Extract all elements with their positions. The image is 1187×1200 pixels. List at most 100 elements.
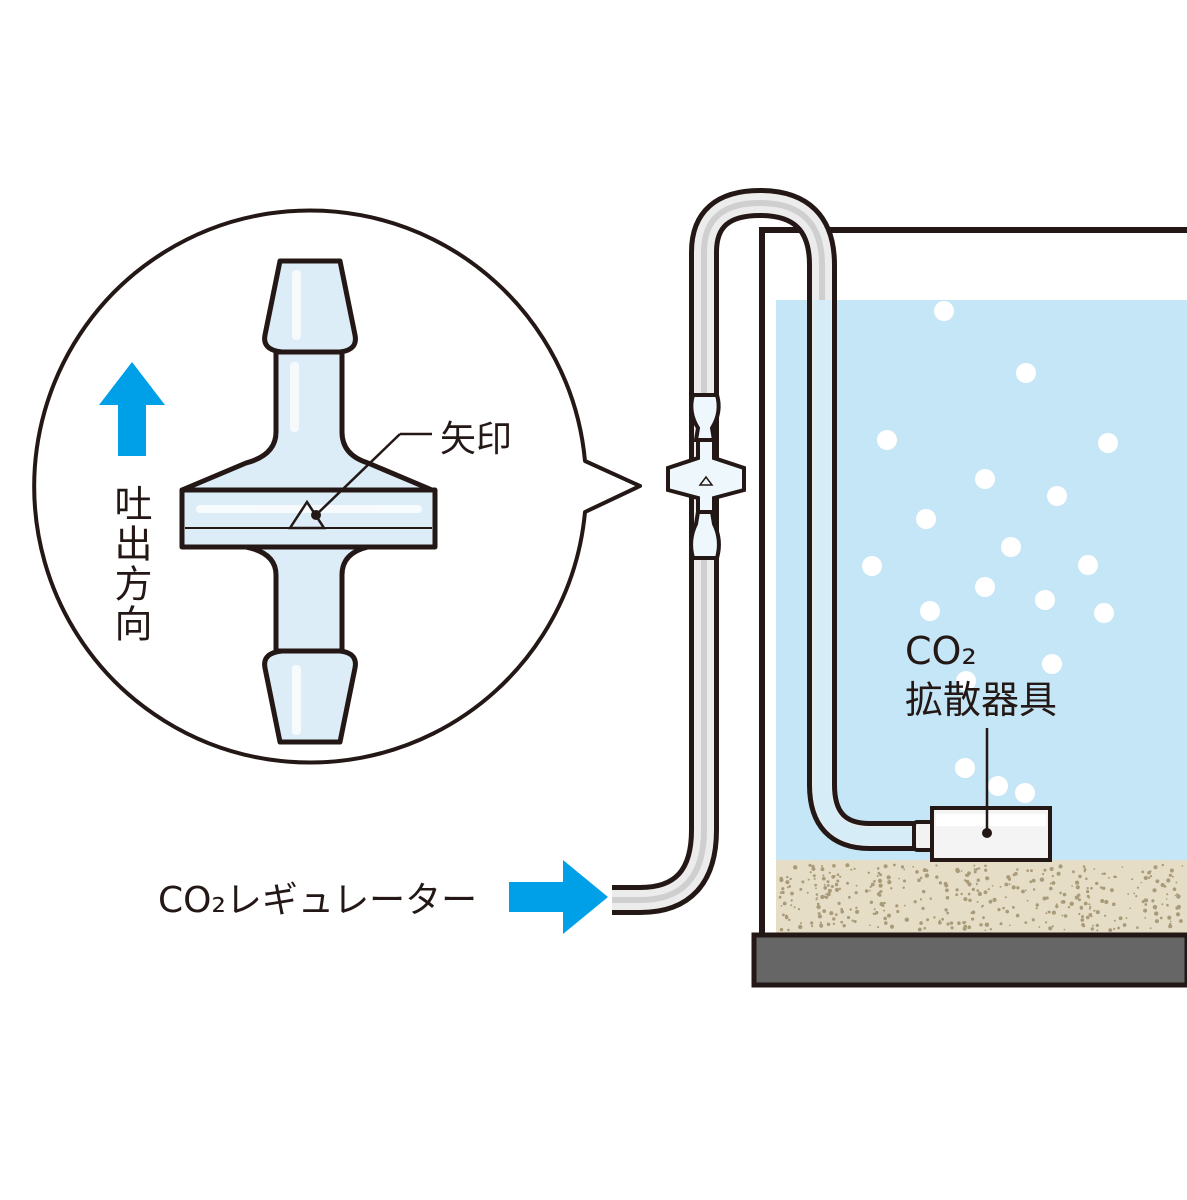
gravel-dot bbox=[879, 901, 884, 907]
gravel-dot bbox=[1039, 877, 1045, 882]
gravel-dot bbox=[793, 865, 798, 870]
gravel-dot bbox=[1166, 893, 1169, 896]
gravel-dot bbox=[1060, 900, 1065, 904]
gravel-dot bbox=[815, 887, 817, 890]
gravel-dot bbox=[1005, 909, 1009, 914]
gravel-dot bbox=[1071, 885, 1073, 887]
gravel-dot bbox=[1061, 914, 1064, 917]
gravel-dot bbox=[869, 900, 874, 904]
gravel-dot bbox=[1149, 875, 1153, 878]
gravel-dot bbox=[1155, 879, 1160, 884]
gravel-dot bbox=[989, 928, 992, 931]
gravel-dot bbox=[786, 886, 789, 889]
gravel-dot bbox=[832, 864, 836, 868]
bubble bbox=[1035, 590, 1055, 610]
gravel-dot bbox=[1171, 875, 1174, 878]
gravel-dot bbox=[884, 921, 888, 925]
gravel-dot bbox=[798, 924, 803, 930]
gravel-dot bbox=[1072, 870, 1075, 874]
gravel-dot bbox=[1085, 877, 1088, 881]
gravel-dot bbox=[814, 883, 817, 887]
gravel-dot bbox=[853, 920, 857, 923]
gravel-dot bbox=[855, 909, 860, 915]
bubble bbox=[1016, 363, 1036, 383]
highlight-top bbox=[292, 270, 301, 340]
gravel-dot bbox=[984, 929, 987, 931]
callout-magnifier bbox=[32, 208, 642, 765]
gravel-dot bbox=[976, 883, 978, 886]
bubble bbox=[988, 776, 1008, 796]
gravel-dot bbox=[1169, 920, 1172, 923]
gravel-dot bbox=[1161, 903, 1164, 906]
gravel-dot bbox=[999, 885, 1002, 888]
gravel-dot bbox=[1069, 901, 1074, 906]
gravel-dot bbox=[1082, 865, 1086, 868]
gravel-dot bbox=[1012, 873, 1016, 877]
gravel-dot bbox=[1078, 874, 1082, 879]
gravel-dot bbox=[964, 921, 967, 923]
valve-bottom-barb bbox=[262, 648, 358, 745]
gravel-dot bbox=[975, 867, 979, 871]
gravel-dot bbox=[883, 864, 888, 869]
gravel-dot bbox=[816, 904, 821, 910]
gravel-dot bbox=[1108, 876, 1110, 879]
gravel-dot bbox=[1095, 881, 1099, 886]
diffuser-shine bbox=[936, 814, 1046, 826]
gravel-dot bbox=[1048, 926, 1053, 931]
gravel-dot bbox=[1090, 915, 1093, 918]
gravel-dot bbox=[823, 886, 827, 890]
gravel-dot bbox=[946, 911, 950, 915]
gravel-dot bbox=[817, 914, 823, 919]
gravel-dot bbox=[1009, 924, 1011, 927]
gravel-dot bbox=[849, 908, 852, 911]
gravel-dot bbox=[1004, 882, 1009, 887]
gravel-dot bbox=[967, 892, 971, 896]
gravel-dot bbox=[945, 896, 950, 900]
gravel-dot bbox=[1081, 923, 1085, 927]
gravel-dot bbox=[1108, 928, 1113, 932]
gravel-dot bbox=[819, 921, 822, 924]
gravel-dot bbox=[973, 870, 977, 874]
bubble bbox=[862, 556, 882, 576]
gravel-dot bbox=[854, 891, 858, 895]
gravel-dot bbox=[1154, 919, 1159, 924]
valve-highlights bbox=[196, 270, 422, 735]
gravel-dot bbox=[1058, 865, 1062, 869]
gravel-dot bbox=[877, 878, 883, 884]
gravel-dot bbox=[1002, 906, 1005, 910]
gravel-dot bbox=[915, 870, 919, 874]
gravel-dot bbox=[1175, 906, 1179, 910]
gravel-dot bbox=[1049, 886, 1053, 891]
gravel-dot bbox=[819, 923, 824, 928]
gravel-dot bbox=[815, 893, 819, 896]
gravel-dot bbox=[879, 873, 883, 877]
gravel-dot bbox=[1175, 912, 1181, 917]
gravel-dot bbox=[955, 893, 959, 897]
gravel-dot bbox=[825, 893, 827, 895]
gravel-dot bbox=[1096, 929, 1099, 932]
diffuser-label-line1: CO₂ bbox=[905, 629, 977, 673]
gravel-dot bbox=[929, 897, 932, 900]
gravel-dot bbox=[976, 889, 980, 892]
gravel-dot bbox=[1141, 870, 1145, 874]
gravel-dot bbox=[781, 890, 785, 895]
gravel-dot bbox=[818, 912, 821, 915]
gravel-dot bbox=[1063, 928, 1066, 931]
gravel-dot bbox=[811, 925, 814, 928]
gravel-dot bbox=[903, 879, 906, 883]
gravel-dot bbox=[878, 891, 881, 894]
gravel-dot bbox=[1122, 923, 1127, 927]
gravel-dot bbox=[1086, 894, 1090, 898]
gravel-dot bbox=[855, 884, 858, 887]
gravel-dot bbox=[779, 877, 784, 883]
gravel-dot bbox=[790, 904, 793, 907]
gravel-dot bbox=[966, 873, 970, 877]
gravel-dot bbox=[851, 919, 854, 922]
gravel-dot bbox=[822, 909, 827, 913]
gravel-dot bbox=[979, 923, 983, 927]
gravel-dot bbox=[923, 926, 927, 930]
gravel-dot bbox=[1131, 878, 1134, 881]
gravel-dot bbox=[793, 906, 796, 909]
